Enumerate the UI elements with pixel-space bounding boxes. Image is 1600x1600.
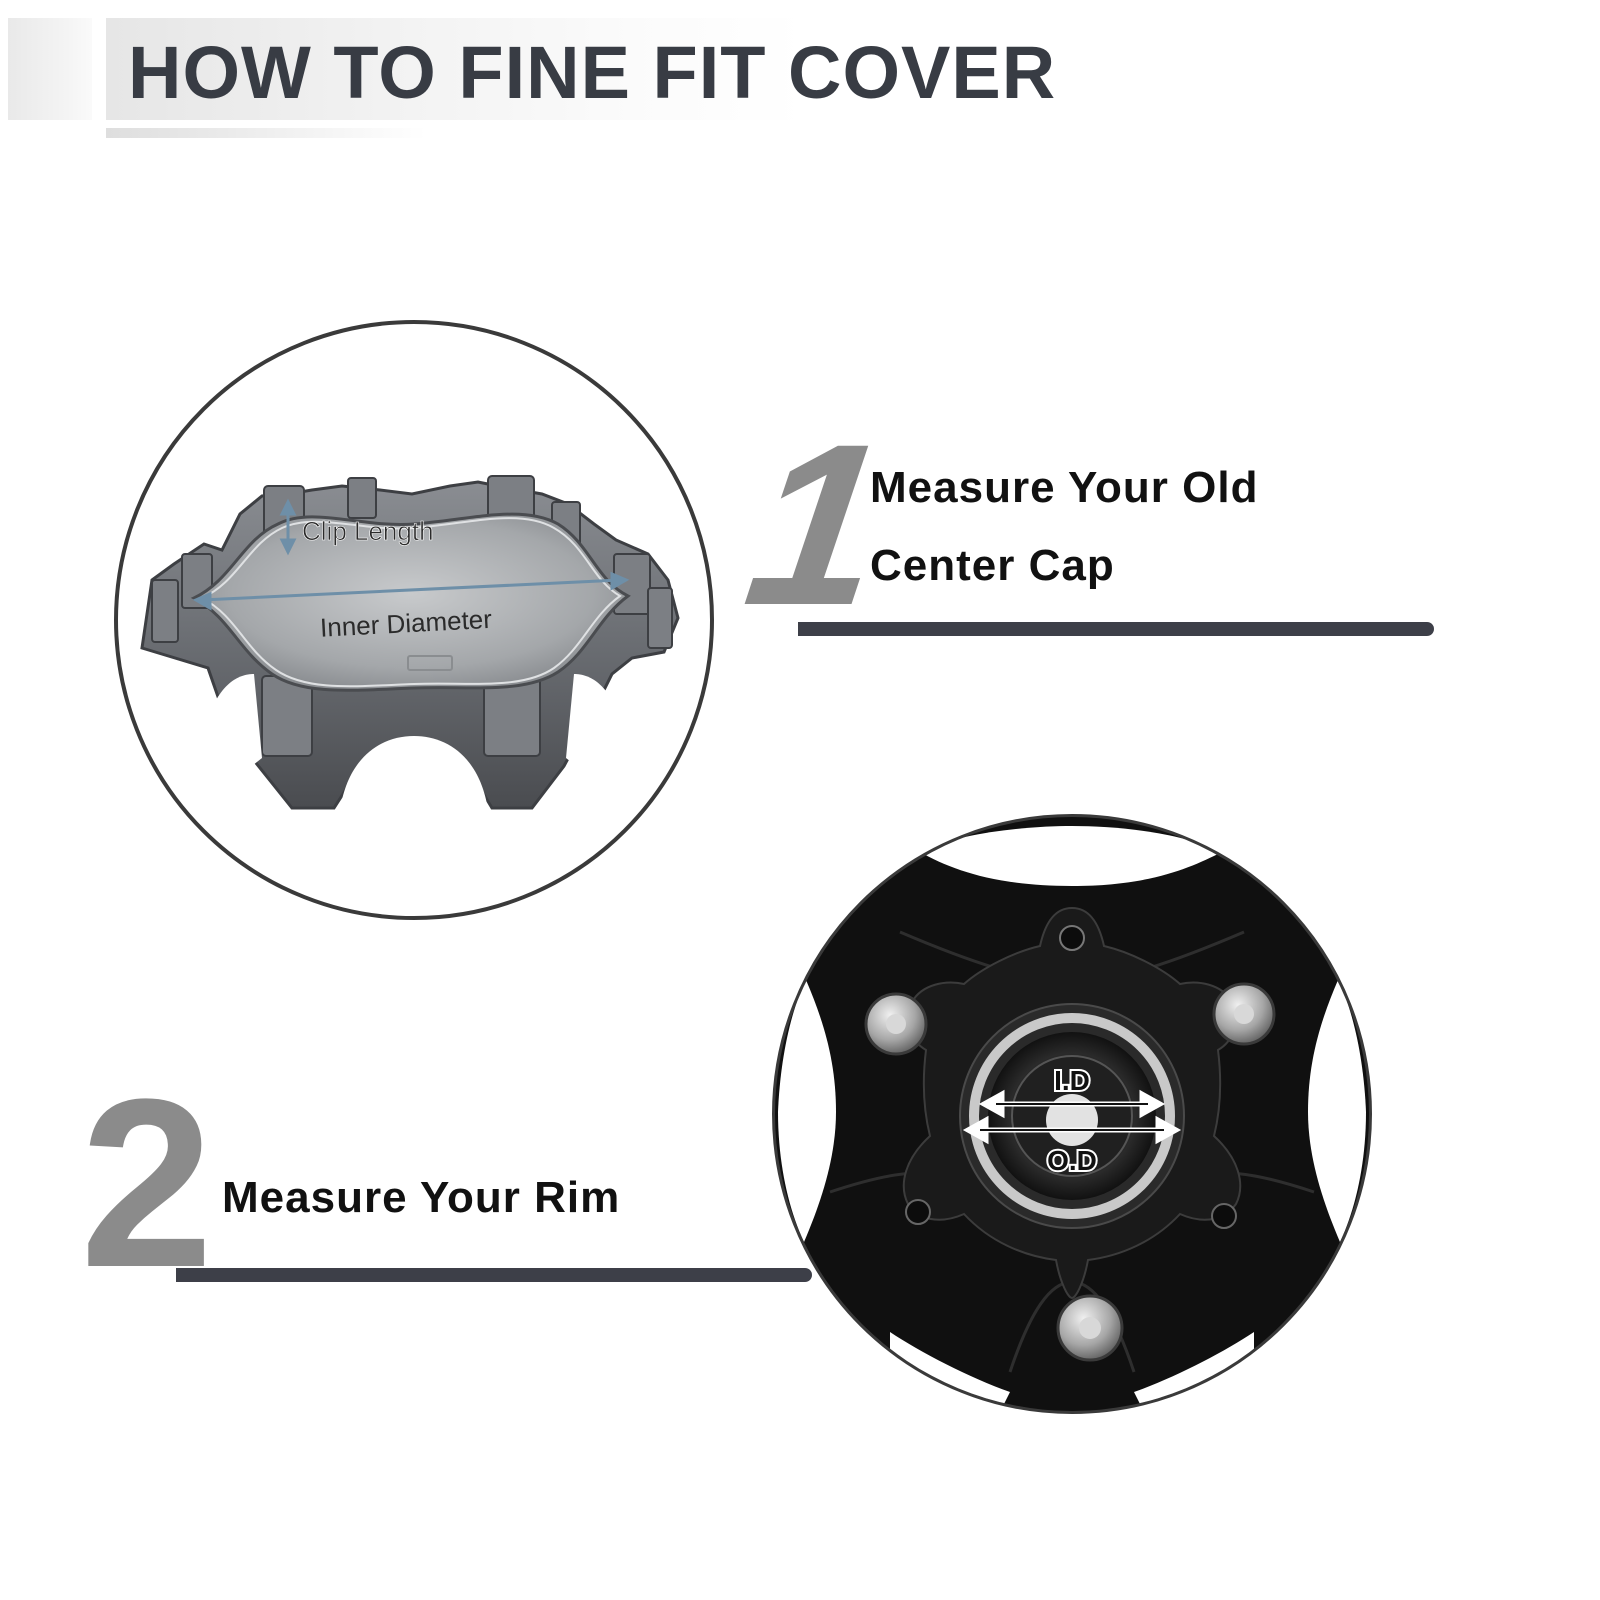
page-title: HOW TO FINE FIT COVER	[128, 31, 1057, 114]
step-2-title: Measure Your Rim	[222, 1173, 621, 1222]
step-2-underline	[176, 1268, 812, 1282]
step-1-underline	[798, 622, 1434, 636]
wheel-hub-illustration: I.D O.D	[772, 814, 1372, 1414]
step-2-number: 2	[80, 1049, 214, 1317]
title-underline	[106, 128, 426, 138]
outer-diameter-label: O.D	[1047, 1145, 1097, 1176]
step-1-title-line-1: Measure Your Old	[870, 463, 1259, 512]
title-banner	[106, 18, 806, 120]
title-accent-block	[8, 18, 92, 120]
step-1-number: 1	[734, 396, 899, 653]
inner-diameter-label: I.D	[1054, 1065, 1090, 1096]
center-cap-photo: Clip Length Inner Diameter	[140, 475, 680, 810]
wheel-hub-photo: I.D O.D	[775, 817, 1369, 1411]
clip-length-label: Clip Length	[302, 516, 434, 546]
center-cap-illustration: Clip Length Inner Diameter	[114, 320, 714, 920]
step-1-title-line-2: Center Cap	[870, 541, 1115, 590]
